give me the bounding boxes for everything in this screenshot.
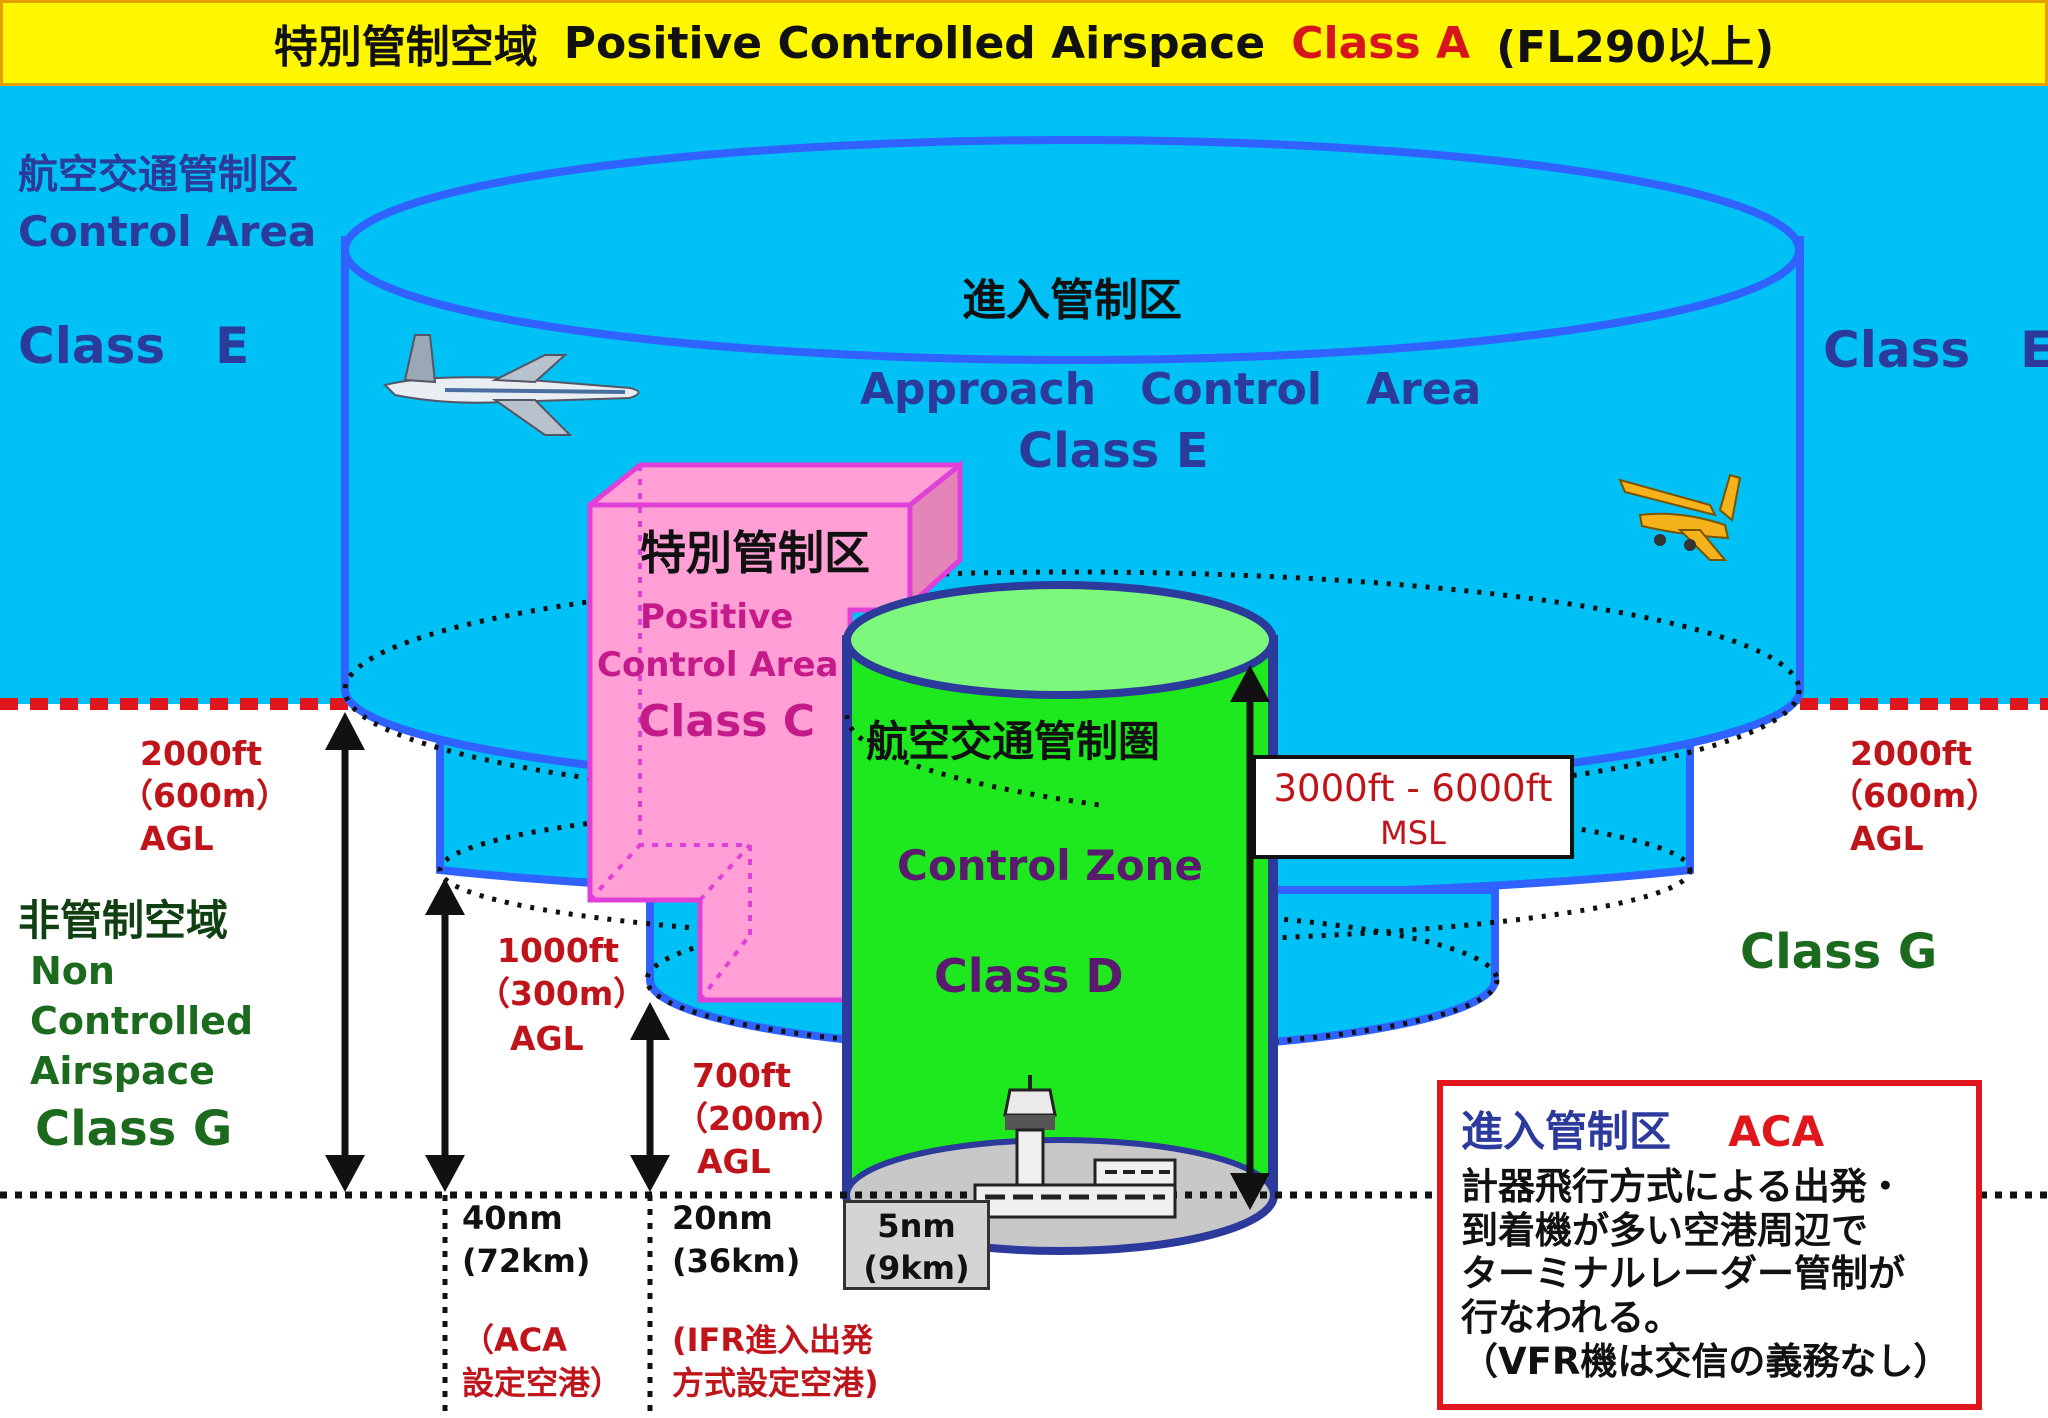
alt-2000-right-ref: AGL [1850,819,1924,858]
class-e-left: Class E [18,317,250,375]
control-zone-top [843,581,1277,699]
approach-area-class: Class E [1018,423,1209,479]
positive-area-jp: 特別管制区 [640,526,870,580]
banner-fl: (FL290以上) [1496,22,1775,73]
alt-2000-left-ft: 2000ft [140,734,262,773]
approach-cylinder-top [341,136,1803,364]
aca-line-5: （VFR機は交信の義務なし） [1461,1339,1951,1383]
aca-title-jp: 進入管制区 [1461,1107,1672,1156]
alt-700-ft: 700ft [692,1056,792,1095]
alt-2000-right-ft: 2000ft [1850,734,1972,773]
non-controlled-en3: Airspace [30,1049,215,1093]
alt-2000-left-m: （600m） [120,776,290,815]
aca-title-en: ACA [1728,1107,1825,1156]
positive-area-class: Class C [638,696,816,747]
control-area-jp: 航空交通管制区 [18,152,298,198]
aca-line-4: 行なわれる。 [1461,1295,1682,1339]
msl-range: 3000ft - 6000ft [1273,767,1553,810]
positive-control-area-shape [587,459,963,1003]
aca-line-2: 到着機が多い空港周辺で [1461,1208,1868,1252]
class-a-banner: 特別管制空域 Positive Controlled Airspace Clas… [0,0,2048,86]
arrow-700ft [630,1002,670,1192]
dist-20-note1: (IFR進入出発 [672,1321,874,1359]
positive-area-en1: Positive [640,597,794,637]
msl-label: MSL [1380,814,1446,852]
aca-line-1: 計器飛行方式による出発・ [1461,1165,1904,1208]
control-area-en: Control Area [18,207,317,256]
banner-en: Positive Controlled Airspace [563,17,1266,69]
alt-1000-m: （300m） [477,974,647,1013]
aca-line-3: ターミナルレーダー管制が [1461,1252,1905,1296]
dist-40-km: (72km) [462,1242,591,1280]
arrow-2000ft [325,712,365,1192]
non-controlled-class: Class G [35,1101,233,1157]
dotted-ring-2000ft [342,569,1802,811]
non-controlled-en1: Non [30,949,115,993]
alt-700-m: （200m） [675,1099,845,1138]
non-controlled-jp: 非管制空域 [18,896,229,945]
msl-range-box: 3000ft - 6000ft MSL [1252,755,1574,859]
arrow-msl [1230,665,1270,1210]
control-tower-icon [973,1075,1177,1219]
dist-20-km: (36km) [672,1242,801,1280]
banner-class: Class A [1291,17,1471,69]
dist-40-nm: 40nm [462,1199,563,1237]
control-zone-class: Class D [934,949,1124,1003]
alt-1000-ft: 1000ft [497,931,619,970]
dotted-ring-700ft [644,907,1500,1053]
dist-20-note2: 方式設定空港) [672,1364,879,1402]
jet-airliner-icon [383,334,640,436]
aca-title: 進入管制区 ACA [1461,1098,1958,1159]
light-aircraft-icon [1618,473,1742,561]
class-e-right: Class E [1823,321,2048,379]
class-g-right: Class G [1740,924,1938,980]
approach-area-jp: 進入管制区 [962,275,1182,326]
control-zone-en: Control Zone [897,841,1203,890]
approach-area-en: Approach Control Area [860,364,1482,415]
dist-40-note1: （ACA [462,1321,568,1359]
distance-5nm-box: 5nm (9km) [843,1200,990,1290]
non-controlled-en2: Controlled [30,999,254,1043]
alt-2000-left-ref: AGL [140,819,214,858]
arrow-1000ft [425,878,465,1192]
positive-area-en2: Control Area [597,645,839,685]
control-zone-jp: 航空交通管制圏 [866,717,1161,766]
dist-5-km: (9km) [863,1249,970,1287]
banner-jp: 特別管制空域 [273,22,538,73]
alt-1000-ref: AGL [510,1019,584,1058]
dist-5-nm: 5nm [877,1207,956,1245]
alt-2000-right-m: （600m） [1830,776,2000,815]
dist-20-nm: 20nm [672,1199,773,1237]
alt-700-ref: AGL [697,1142,771,1181]
dist-40-note2: 設定空港） [462,1364,623,1402]
aca-explanation-box: 進入管制区 ACA 計器飛行方式による出発・ 到着機が多い空港周辺で ターミナル… [1437,1080,1982,1410]
